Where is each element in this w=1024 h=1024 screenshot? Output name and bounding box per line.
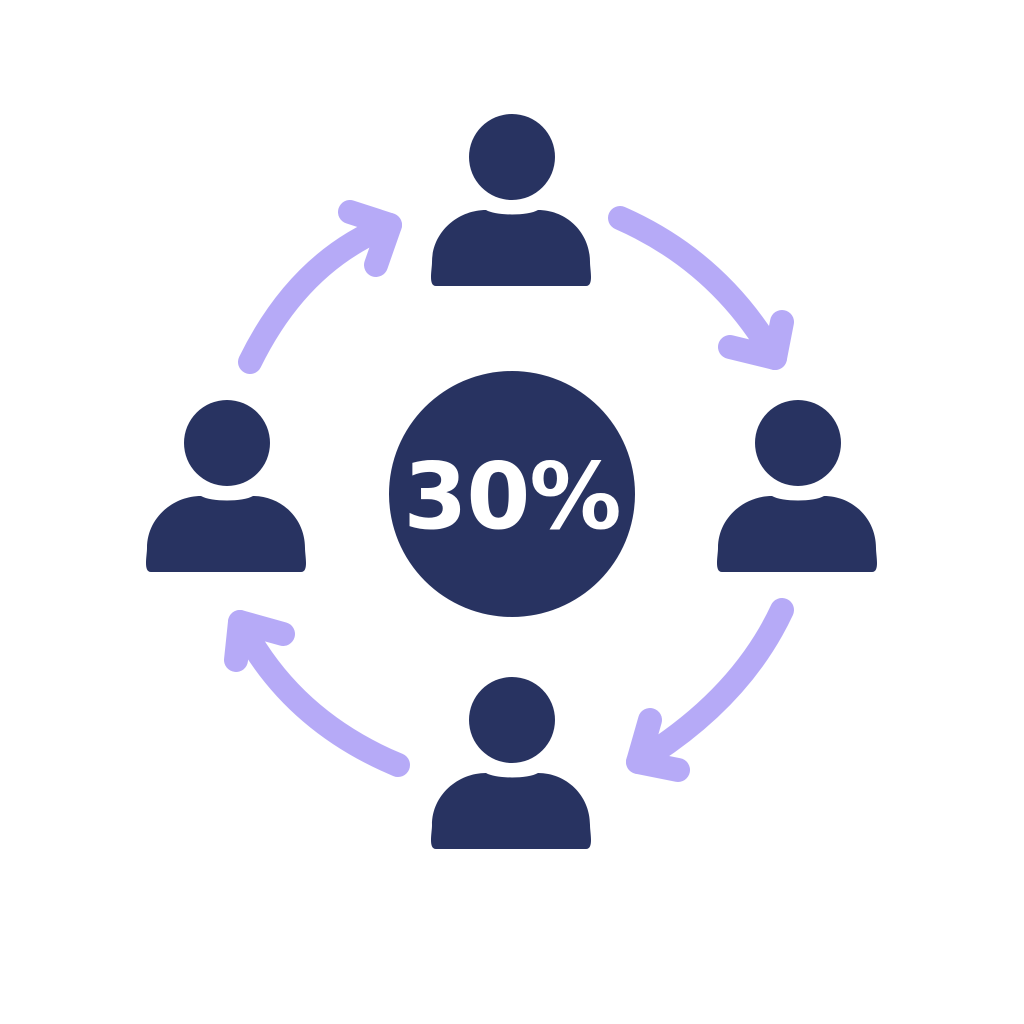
arrow-top-to-right-icon <box>608 206 794 370</box>
center-circle <box>389 371 635 617</box>
center-percentage-label: 30% <box>403 443 620 550</box>
person-bottom-icon <box>431 677 591 849</box>
arrow-bottom-to-left-icon <box>224 610 410 777</box>
center-badge: 30% <box>389 371 635 617</box>
arrow-left-to-top-icon <box>238 200 402 374</box>
person-top-icon <box>431 114 591 286</box>
person-left-icon <box>146 400 306 572</box>
arrow-right-to-bottom-icon <box>626 598 794 782</box>
person-right-icon <box>717 400 877 572</box>
